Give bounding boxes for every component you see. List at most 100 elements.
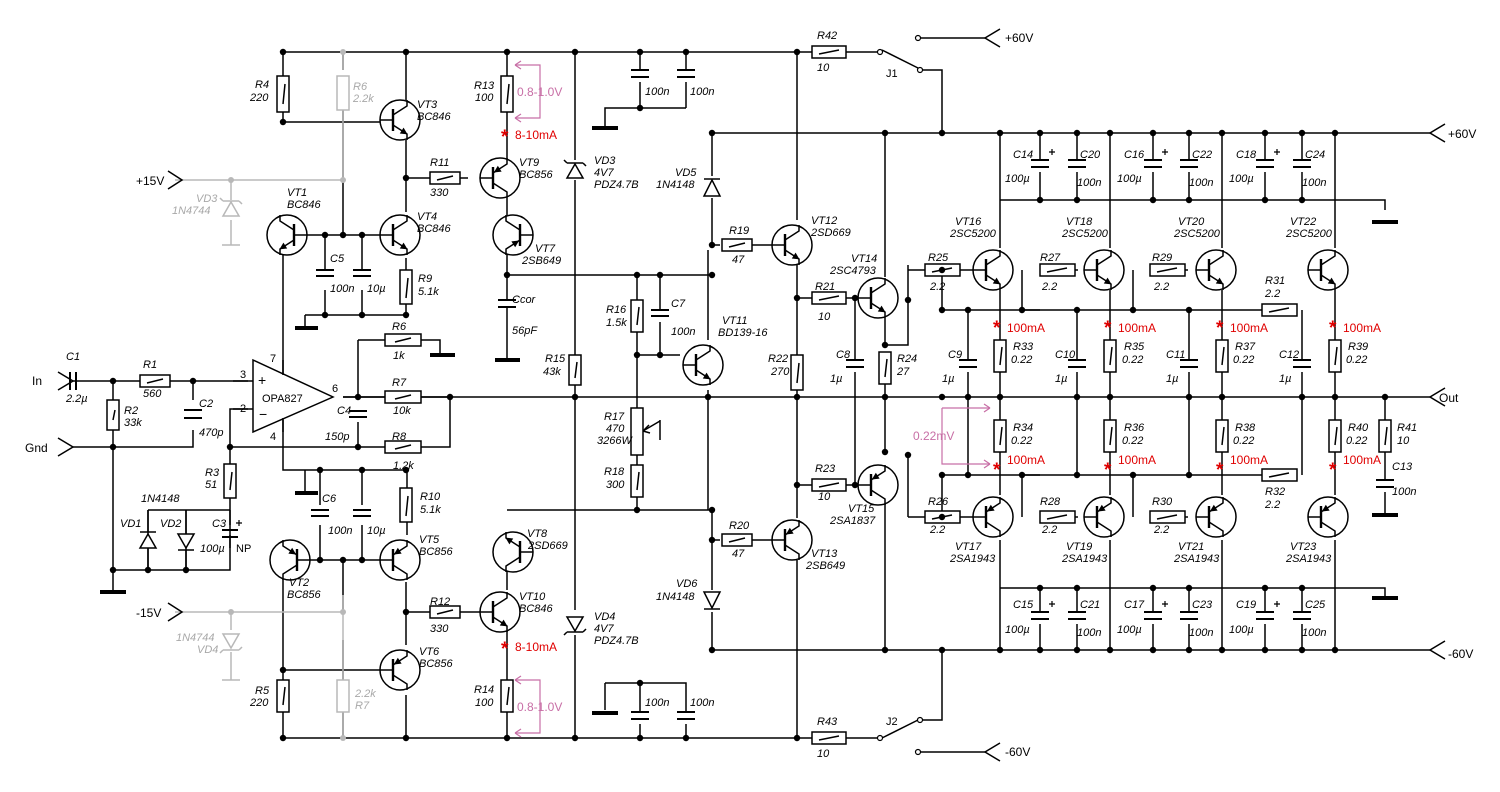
transistor-vt20 <box>1195 249 1237 291</box>
value-vd5: 1N4148 <box>656 179 695 191</box>
junction-dot <box>633 271 641 279</box>
junction-dot <box>904 296 912 304</box>
transistor-vt21 <box>1195 496 1237 538</box>
junction-dot <box>1261 646 1269 654</box>
label-vd2: VD2 <box>160 518 181 530</box>
label-vd1: VD1 <box>120 518 141 530</box>
junction-dot <box>1149 129 1157 137</box>
label-r1: R1 <box>143 359 157 371</box>
label-r18: R18 <box>604 466 625 478</box>
value-vt15: 2SA1837 <box>829 515 876 527</box>
label-c7: C7 <box>671 298 686 310</box>
junction-dot <box>708 646 716 654</box>
label-vd4b: VD4 <box>594 611 615 623</box>
junction-dot <box>571 393 579 401</box>
label-r32: R32 <box>1265 486 1285 498</box>
value-r37: 0.22 <box>1233 354 1254 366</box>
capacitor-top-1 <box>631 69 649 78</box>
label-c8: C8 <box>836 349 851 361</box>
junction-dot <box>402 466 410 474</box>
junction-dot <box>793 294 801 302</box>
value-c17: 100µ <box>1117 624 1142 636</box>
value-r27: 2.2 <box>1041 281 1057 293</box>
opamp-u1: + − <box>233 358 335 434</box>
value-cbot1: 100n <box>645 697 669 709</box>
junction-dot <box>446 393 454 401</box>
resistor-r22 <box>790 354 804 391</box>
value-c21: 100n <box>1077 627 1101 639</box>
junction-dot <box>938 393 946 401</box>
value-vd4b-2: PDZ4.7B <box>594 635 639 647</box>
value-ctop1: 100n <box>645 86 669 98</box>
value-c25: 100n <box>1302 627 1326 639</box>
value-vt17: 2SA1943 <box>949 553 996 565</box>
value-r14: 100 <box>475 697 494 709</box>
value-vd3b-2: PDZ4.7B <box>594 179 639 191</box>
junction-dot <box>1261 129 1269 137</box>
junction-dot <box>226 443 234 451</box>
junction-dot <box>1149 584 1157 592</box>
value-vt3: BC846 <box>417 111 452 123</box>
value-ccor: 56pF <box>512 325 538 337</box>
value-r35: 0.22 <box>1122 354 1143 366</box>
junction-dot <box>1036 584 1044 592</box>
value-r36: 0.22 <box>1122 435 1143 447</box>
transistor-vt15 <box>857 464 899 506</box>
value-c20: 100n <box>1077 177 1101 189</box>
junction-dot <box>1106 129 1114 137</box>
junction-dot <box>851 294 859 302</box>
resistors <box>106 45 1392 745</box>
current-vt21: 100mA <box>1230 453 1268 467</box>
junction-dot <box>708 241 716 249</box>
value-r16: 1.5k <box>606 317 627 329</box>
junction-dot <box>1331 129 1339 137</box>
port-out: Out <box>1439 391 1459 405</box>
inactive-parts <box>175 49 350 741</box>
label-r27: R27 <box>1040 252 1061 264</box>
value-vt12: 2SD669 <box>810 227 851 239</box>
label-r14: R14 <box>474 684 494 696</box>
junction-dot <box>321 231 329 239</box>
junction-dot <box>636 48 644 56</box>
capacitor-c25 <box>1293 611 1311 620</box>
label-r19: R19 <box>729 225 749 237</box>
resistor-r35 <box>1103 339 1117 373</box>
value-r42: 10 <box>817 62 830 74</box>
value-r17: 470 <box>606 423 625 435</box>
label-r24: R24 <box>897 353 917 365</box>
junction-dot <box>881 448 889 456</box>
value-vd4a: VD4 <box>197 644 218 656</box>
junction-dot <box>402 734 410 742</box>
value-r12: 330 <box>430 623 449 635</box>
label-r8: R8 <box>392 431 407 443</box>
label-vt18: VT18 <box>1066 216 1093 228</box>
value-vd4b: 4V7 <box>594 623 614 635</box>
junction-dot <box>1036 646 1044 654</box>
junction-dot <box>571 734 579 742</box>
junction-dot <box>704 393 712 401</box>
value-c23: 100n <box>1189 627 1213 639</box>
value-r39: 0.22 <box>1346 354 1367 366</box>
value-r26: 2.2 <box>929 524 945 536</box>
junction-dot <box>503 734 511 742</box>
value-r4: 220 <box>249 92 269 104</box>
junction-dot <box>1185 196 1193 204</box>
label-vt1: VT1 <box>287 187 307 199</box>
value-r33: 0.22 <box>1011 354 1032 366</box>
label-r43: R43 <box>817 716 838 728</box>
resistor-r18 <box>630 464 644 498</box>
junction-dot <box>964 471 972 479</box>
capacitor-c11 <box>1180 359 1198 368</box>
label-r25: R25 <box>928 252 949 264</box>
label-r28: R28 <box>1040 496 1061 508</box>
value-vt9: BC856 <box>519 169 554 181</box>
value-vt2: BC856 <box>287 589 322 601</box>
junction-dot <box>708 536 716 544</box>
capacitor-c19 <box>1256 611 1274 620</box>
value-r13: 100 <box>475 92 494 104</box>
value-r3: 51 <box>205 479 217 491</box>
junction-dot <box>938 513 946 521</box>
value-r8: 1.2k <box>393 460 414 472</box>
junction-dot <box>1218 393 1226 401</box>
label-r6a: R6 <box>353 81 368 93</box>
